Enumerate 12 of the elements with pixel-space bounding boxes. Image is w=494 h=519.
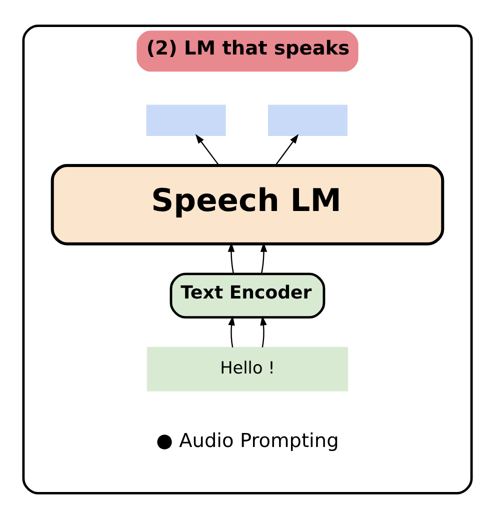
arrow [194,134,219,166]
arrow [260,242,267,274]
label: ● Audio Prompting [156,429,338,452]
node-box: Text Encoder [169,272,325,319]
node-box: Hello ! [146,346,348,392]
arrow [227,242,234,274]
node-box: Speech LM [50,164,444,246]
node-box [267,104,347,136]
arrow [274,134,298,166]
node-box [146,104,226,136]
arrow [228,316,234,348]
arrow [260,316,266,348]
